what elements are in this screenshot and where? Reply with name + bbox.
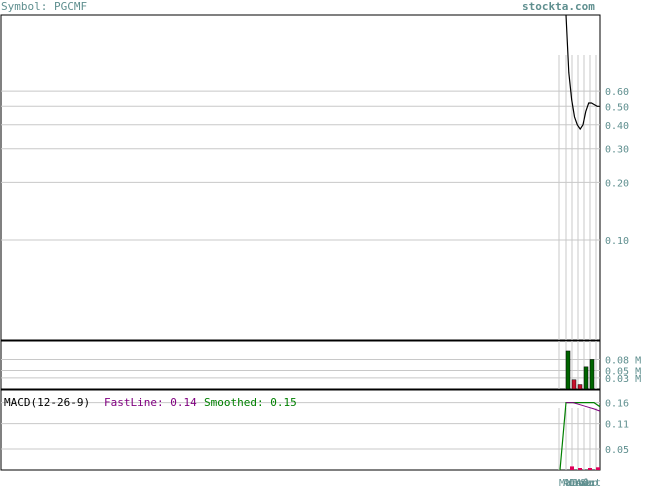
- price-panel: 0.60 0.50 0.40 0.30 0.20 0.10: [0, 14, 629, 341]
- macd-tick-label: 0.16: [605, 399, 629, 410]
- volume-tick-label: 0.05 M: [605, 367, 641, 378]
- macd-frame: [0, 389, 601, 471]
- macd-smoothed-line: [559, 402, 601, 471]
- price-tick-label: 0.20: [605, 178, 629, 189]
- x-tick-label: Aug: [576, 478, 594, 486]
- macd-histogram-bar: [588, 468, 592, 470]
- price-frame: [0, 14, 601, 341]
- x-tick-label: Jul: [572, 478, 590, 486]
- volume-bar: [583, 366, 589, 390]
- x-tick-label: Jun: [569, 478, 587, 486]
- x-tick-label: May: [566, 478, 584, 486]
- macd-histogram-bar: [570, 466, 574, 470]
- site-name: stockta.com: [522, 0, 595, 13]
- macd-fast-line: [566, 402, 601, 412]
- macd-smoothed-label: Smoothed: 0.15: [204, 396, 297, 409]
- symbol-label: Symbol: PGCMF: [1, 0, 88, 13]
- macd-histogram-bar: [578, 468, 582, 470]
- volume-bar: [589, 359, 595, 390]
- volume-panel: 0.08 M0.05 M0.03 M: [0, 340, 641, 390]
- macd-histogram-bar: [596, 467, 600, 470]
- volume-tick-label: 0.03 M: [605, 374, 641, 385]
- x-tick-label: Oct: [583, 478, 601, 486]
- macd-tick-label: 0.11: [605, 420, 629, 431]
- price-tick-label: 0.30: [605, 145, 629, 156]
- x-tick-label: Mar: [559, 478, 577, 486]
- macd-fastline-label: FastLine: 0.14: [104, 396, 197, 409]
- price-tick-label: 0.10: [605, 236, 629, 247]
- x-tick-label: Sep: [580, 478, 598, 486]
- volume-tick-label: 0.08 M: [605, 355, 641, 366]
- macd-title: MACD(12-26-9): [4, 396, 90, 409]
- volume-bar: [565, 350, 571, 390]
- price-tick-label: 0.40: [605, 121, 629, 132]
- price-line: [565, 14, 600, 131]
- volume-frame: [0, 340, 601, 390]
- macd-panel: 0.16 0.11 0.05: [0, 389, 629, 471]
- x-tick-label: Apr: [563, 478, 581, 486]
- price-tick-label: 0.50: [605, 102, 629, 113]
- macd-tick-label: 0.05: [605, 445, 629, 456]
- price-tick-label: 0.60: [605, 87, 629, 98]
- volume-bar: [571, 379, 577, 390]
- volume-bar: [577, 384, 583, 390]
